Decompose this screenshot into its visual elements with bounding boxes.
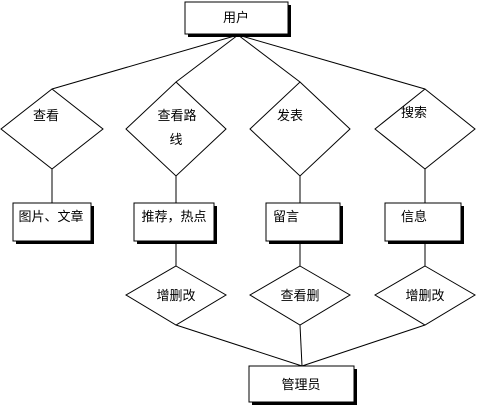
entity-info-label: 信息 [401,209,427,225]
relation-view: 查看 [0,88,104,170]
edge-user-view-route [175,34,239,83]
entity-recommend-hot-label: 推荐，热点 [141,210,206,225]
edge-viewdel-admin [299,324,303,367]
relation-search-label: 搜索 [401,106,427,121]
relation-crud-left: 增删改 [125,265,227,326]
edge-user-view [51,34,239,90]
edge-crud-right-admin [301,324,426,367]
entity-message-label: 留言 [273,210,299,225]
entity-recommend-hot: 推荐，热点 [133,202,217,244]
entity-admin: 管理员 [248,365,357,405]
relation-publish-label: 发表 [277,108,303,124]
relation-view-route-label-1: 查看路 [157,108,196,124]
relation-crud-left-label: 增删改 [156,289,195,304]
relation-view-route-label-2: 线 [169,133,182,148]
relation-crud-right: 增删改 [374,265,476,326]
relation-view-delete-label: 查看删 [280,288,319,304]
edge-crud-left-admin [175,324,303,367]
entity-message: 留言 [265,202,343,244]
entity-images-articles: 图片、文章 [12,202,94,244]
connectors [51,34,426,367]
edge-user-search [237,34,426,90]
relation-view-delete: 查看删 [249,265,351,326]
relation-view-route: 查看路 线 [125,81,227,177]
relation-view-label: 查看 [33,108,59,124]
entity-admin-label: 管理员 [281,378,320,393]
relation-crud-right-label: 增删改 [405,289,444,304]
relation-publish: 发表 [249,81,351,177]
relation-search: 搜索 [374,88,476,170]
entity-images-articles-label: 图片、文章 [18,209,83,225]
entity-user-label: 用户 [223,10,249,26]
entity-user: 用户 [184,1,291,37]
edge-user-publish [237,34,301,83]
entity-info: 信息 [384,202,464,244]
